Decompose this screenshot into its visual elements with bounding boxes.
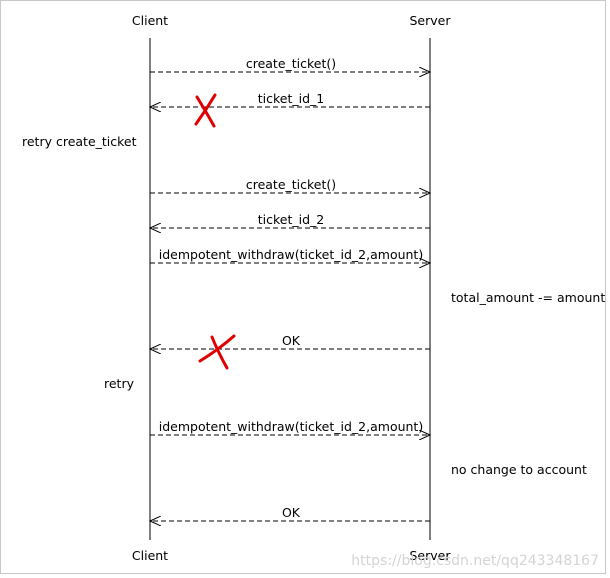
- message-withdraw-1: idempotent_withdraw(ticket_id_2,amount): [150, 247, 430, 263]
- message-ok-2: OK: [150, 505, 430, 521]
- message-ticket-id-2: ticket_id_2: [150, 212, 430, 228]
- message-label: OK: [282, 333, 301, 348]
- note-retry: retry: [104, 376, 135, 391]
- message-label: idempotent_withdraw(ticket_id_2,amount): [159, 247, 423, 262]
- message-withdraw-2: idempotent_withdraw(ticket_id_2,amount): [150, 419, 430, 435]
- client-header: Client: [132, 13, 168, 28]
- failure-cross-icon: [194, 93, 217, 128]
- note-retry-create-ticket: retry create_ticket: [22, 134, 137, 149]
- watermark-text: https://blog.csdn.net/qq243348167: [351, 553, 599, 569]
- note-total-amount: total_amount -= amount: [451, 290, 605, 305]
- failure-cross-icon: [198, 334, 236, 370]
- message-label: create_ticket(): [246, 177, 336, 192]
- message-label: idempotent_withdraw(ticket_id_2,amount): [159, 419, 423, 434]
- server-footer: Server: [410, 548, 452, 563]
- server-header: Server: [410, 13, 452, 28]
- message-create-ticket-2: create_ticket(): [150, 177, 430, 193]
- note-no-change: no change to account: [451, 462, 587, 477]
- message-ticket-id-1: ticket_id_1: [150, 91, 430, 128]
- message-label: OK: [282, 505, 301, 520]
- message-label: ticket_id_1: [258, 91, 325, 106]
- message-create-ticket-1: create_ticket(): [150, 56, 430, 72]
- client-footer: Client: [132, 548, 168, 563]
- message-label: ticket_id_2: [258, 212, 325, 227]
- message-ok-1: OK: [150, 333, 430, 370]
- message-label: create_ticket(): [246, 56, 336, 71]
